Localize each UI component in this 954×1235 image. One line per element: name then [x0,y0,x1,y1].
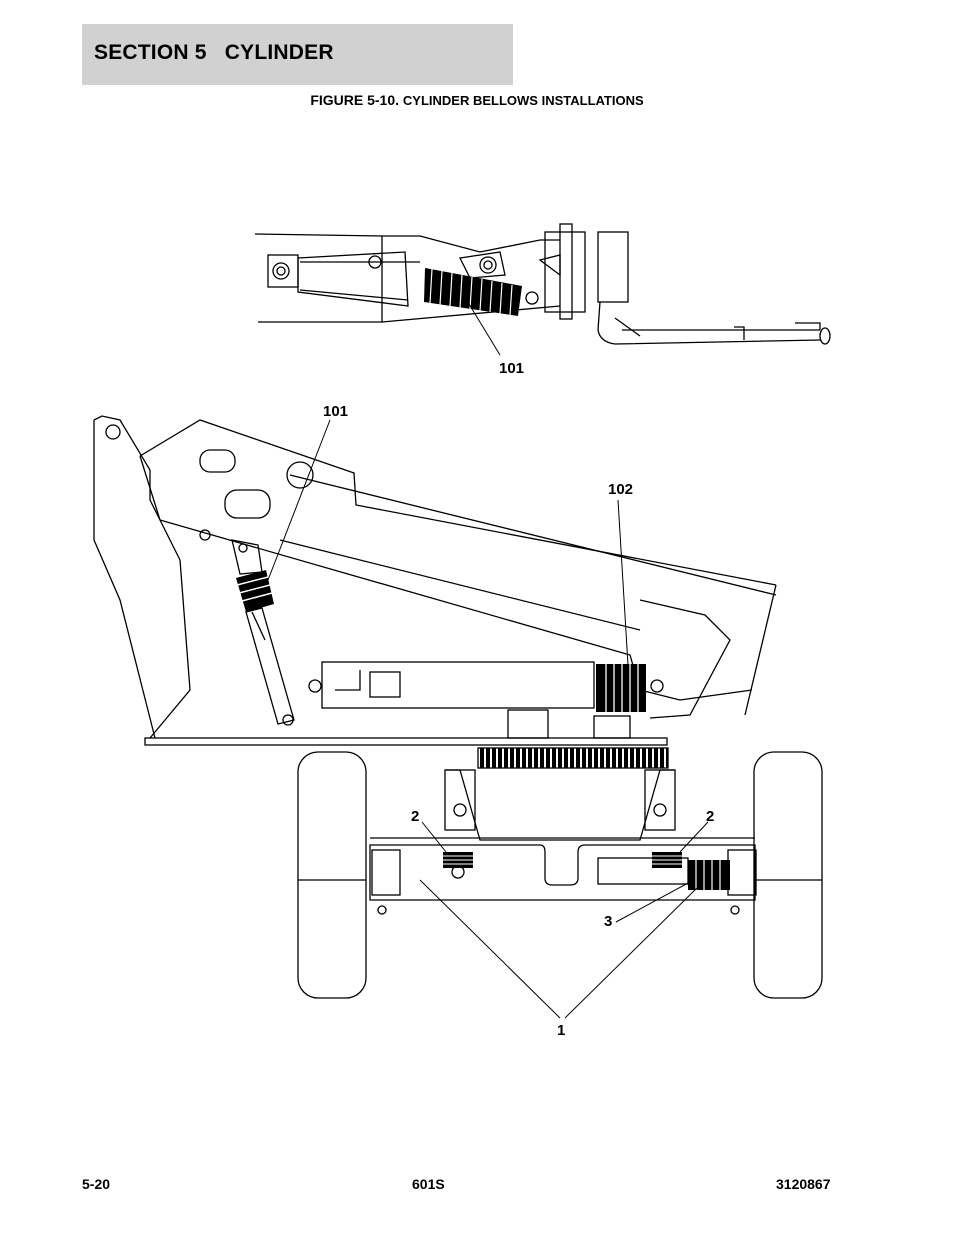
callout-2-right: 2 [706,808,715,825]
top-bellows-101 [424,268,522,316]
axle-bellows [443,852,730,890]
callout-2-left: 2 [411,808,420,825]
callout-1: 1 [557,1022,566,1039]
side-bellows-101 [236,570,274,612]
axle-leaders [419,821,709,1019]
footer-model: 601S [412,1176,445,1192]
callout-101-middle: 101 [323,403,349,420]
callout-101-top: 101 [499,360,525,377]
figure-number: FIGURE 5-10. [310,92,400,108]
section-title: SECTION 5 CYLINDER [94,41,334,64]
leader-top-101 [468,303,501,356]
footer-manual-number: 3120867 [776,1176,831,1192]
callout-102: 102 [608,481,634,498]
leader-mid-102 [617,499,629,666]
figure-caption: FIGURE 5-10. CYLINDER BELLOWS INSTALLATI… [0,92,954,108]
side-bellows-102 [596,664,646,712]
figure-title: CYLINDER BELLOWS INSTALLATIONS [402,93,644,108]
axle-assembly [297,747,823,999]
footer-page-number: 5-20 [82,1176,111,1192]
section-header: SECTION 5 CYLINDER [82,24,513,85]
callout-3: 3 [604,913,613,930]
leader-mid-101 [267,419,331,581]
side-view-assembly [93,415,777,746]
top-view-assembly [254,223,831,345]
